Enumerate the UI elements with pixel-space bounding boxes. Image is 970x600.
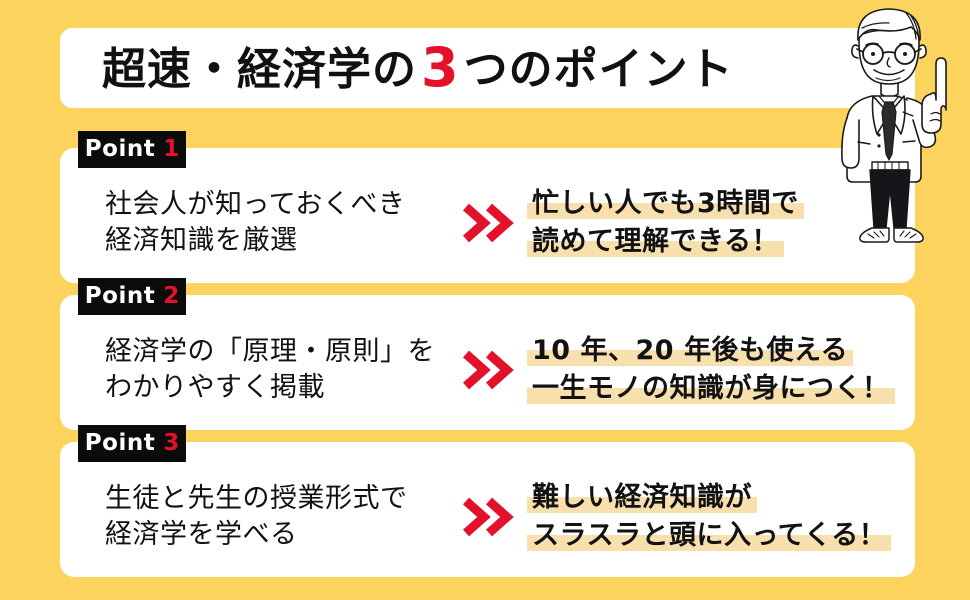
page-title: 超速・経済学の3つのポイント	[102, 41, 734, 95]
point-badge: Point 3	[78, 425, 186, 462]
title-card: 超速・経済学の3つのポイント	[60, 28, 915, 108]
point-right-line2: 一生モノの知識が身につく！	[527, 372, 895, 404]
double-chevron-right-icon	[457, 348, 519, 392]
point-badge: Point 1	[78, 131, 186, 168]
double-chevron-right-icon	[457, 201, 519, 245]
point-badge-word: Point	[84, 283, 156, 309]
point-left-line1: 生徒と先生の授業形式で	[105, 482, 408, 514]
title-number: 3	[421, 36, 460, 99]
point-badge: Point 2	[78, 278, 186, 315]
point-right-line1: 難しい経済知識が	[527, 481, 757, 513]
point-right-text: 10 年、20 年後も使える 一生モノの知識が身につく！	[527, 332, 895, 408]
point-left-text: 生徒と先生の授業形式で 経済学を学べる	[105, 481, 455, 553]
point-right-line1: 10 年、20 年後も使える	[527, 334, 854, 366]
point-badge-number: 2	[163, 283, 180, 309]
title-prefix: 超速・経済学の	[102, 44, 417, 95]
point-right-line2: 読めて理解できる！	[527, 225, 784, 257]
point-right-line1: 忙しい人でも3時間で	[527, 187, 804, 219]
point-left-line2: わかりやすく掲載	[105, 371, 325, 403]
point-card: 経済学の「原理・原則」を わかりやすく掲載 10 年、20 年後も使える 一生モ…	[60, 295, 915, 430]
point-left-text: 社会人が知っておくべき 経済知識を厳選	[105, 187, 455, 259]
professor-pointing-up-illustration	[832, 2, 970, 252]
point-right-text: 忙しい人でも3時間で 読めて理解できる！	[527, 185, 804, 261]
point-badge-number: 3	[163, 430, 180, 456]
point-left-text: 経済学の「原理・原則」を わかりやすく掲載	[105, 334, 455, 406]
point-badge-number: 1	[163, 136, 180, 162]
point-right-line2: スラスラと頭に入ってくる！	[527, 519, 892, 551]
point-left-line1: 経済学の「原理・原則」を	[105, 335, 435, 367]
point-card: 社会人が知っておくべき 経済知識を厳選 忙しい人でも3時間で 読めて理解できる！	[60, 148, 915, 283]
point-right-text: 難しい経済知識が スラスラと頭に入ってくる！	[527, 479, 892, 555]
point-left-line2: 経済知識を厳選	[105, 224, 298, 256]
point-badge-word: Point	[84, 136, 156, 162]
point-card: 生徒と先生の授業形式で 経済学を学べる 難しい経済知識が スラスラと頭に入ってく…	[60, 442, 915, 577]
point-left-line1: 社会人が知っておくべき	[105, 188, 406, 220]
point-badge-word: Point	[84, 430, 156, 456]
point-left-line2: 経済学を学べる	[105, 518, 298, 550]
double-chevron-right-icon	[457, 495, 519, 539]
title-suffix: つのポイント	[463, 44, 734, 95]
